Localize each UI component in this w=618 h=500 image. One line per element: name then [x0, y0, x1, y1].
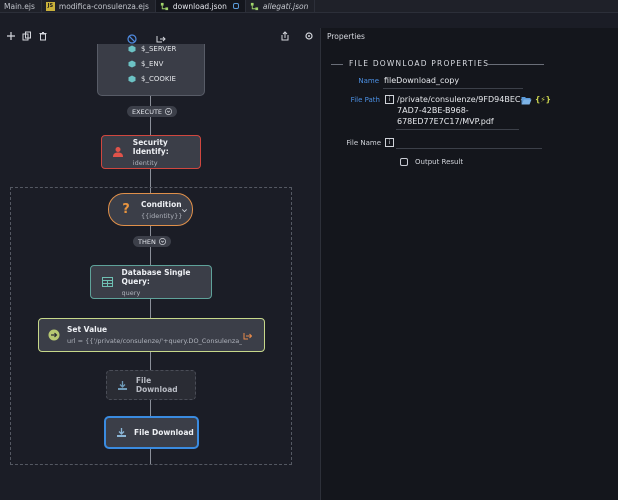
then-label: THEN — [138, 237, 156, 246]
file-path-underline — [396, 129, 519, 130]
file-name-label: File Name — [346, 139, 381, 147]
disable-icon[interactable] — [127, 34, 137, 46]
output-result-label: Output Result — [415, 158, 464, 166]
execute-dropdown[interactable]: EXECUTE — [127, 106, 178, 117]
table-icon — [101, 275, 114, 289]
set-value-node[interactable]: Set Value url = {{'/private/consulenze/'… — [38, 318, 265, 352]
properties-panel: Properties FILE DOWNLOAD PROPERTIES Name… — [320, 28, 618, 500]
chevron-down-icon — [165, 108, 173, 115]
node-title: Security Identify: — [132, 137, 169, 156]
unsaved-indicator-icon — [232, 3, 239, 9]
globals-node[interactable]: $_SERVER $_ENV $_COOKIE — [97, 34, 205, 96]
node-title: File Download — [135, 376, 178, 394]
var-label: $_ENV — [141, 60, 164, 68]
node-title: Condition — [141, 199, 182, 209]
file-path-line: 678ED77E7C17/MVP.pdf — [397, 117, 494, 126]
flow-toolbar — [0, 28, 320, 44]
var-label: $_COOKIE — [141, 75, 176, 83]
node-subtitle: {{identity}} — [141, 211, 183, 220]
export-icon[interactable] — [280, 31, 290, 41]
cube-icon — [128, 75, 136, 83]
download-icon — [116, 378, 130, 392]
output-icon[interactable] — [243, 332, 252, 340]
cube-icon — [128, 45, 136, 53]
file-path-label: File Path — [350, 96, 380, 104]
node-subtitle: query — [121, 288, 141, 297]
file-path-line: 7AD7-42BE-B968- — [397, 106, 469, 115]
node-title: Database Single Query: — [121, 267, 191, 286]
info-icon[interactable]: i — [385, 138, 394, 147]
node-title: File Download — [134, 428, 194, 437]
section-title: FILE DOWNLOAD PROPERTIES — [349, 59, 490, 68]
tab-label: Main.ejs — [4, 1, 35, 11]
download-icon — [114, 426, 128, 440]
tab-label: modifica-consulenza.ejs — [58, 1, 149, 11]
chevron-down-icon — [158, 238, 166, 245]
folder-open-icon[interactable] — [521, 96, 532, 105]
cube-icon — [128, 60, 136, 68]
delete-icon[interactable] — [38, 31, 48, 41]
database-query-node[interactable]: Database Single Query: query — [90, 265, 212, 299]
settings-icon[interactable] — [304, 31, 314, 41]
file-download-node-selected[interactable]: File Download — [104, 416, 199, 449]
condition-node[interactable]: ? Condition {{identity}} — [108, 193, 193, 226]
output-result-checkbox[interactable] — [400, 158, 408, 166]
tab-main-ejs[interactable]: Main.ejs — [0, 0, 42, 12]
info-icon[interactable]: i — [385, 95, 394, 104]
node-subtitle: identity — [132, 158, 158, 167]
tab-modifica-consulenza[interactable]: JS modifica-consulenza.ejs — [42, 0, 156, 12]
file-path-value[interactable]: /private/consulenze/9FD94BEC- 7AD7-42BE-… — [397, 94, 523, 127]
properties-title: Properties — [327, 32, 365, 41]
user-icon — [112, 145, 125, 159]
var-label: $_SERVER — [141, 45, 177, 53]
flow-connector-line — [150, 44, 151, 464]
execute-label: EXECUTE — [132, 107, 163, 116]
name-underline — [383, 88, 523, 89]
flow-file-icon — [250, 2, 258, 10]
var-server[interactable]: $_SERVER — [128, 45, 176, 53]
condition-group-frame — [10, 187, 292, 465]
flow-file-icon — [160, 2, 169, 10]
name-label: Name — [358, 77, 379, 85]
chevron-down-icon[interactable] — [181, 207, 188, 214]
tab-label: allegati.json — [262, 1, 309, 11]
file-download-node-disabled[interactable]: File Download — [106, 370, 196, 400]
section-rule-left — [331, 64, 343, 65]
then-dropdown[interactable]: THEN — [133, 236, 171, 247]
js-file-icon: JS — [45, 1, 55, 11]
node-subtitle: url = {{'/private/consulenze/'+query.DO_… — [67, 337, 242, 345]
var-cookie[interactable]: $_COOKIE — [128, 75, 176, 83]
tab-label: download.json — [172, 1, 227, 11]
file-path-line: /private/consulenze/9FD94BEC- — [397, 95, 524, 104]
file-name-underline — [396, 148, 542, 149]
security-identify-node[interactable]: Security Identify: identity — [101, 135, 201, 169]
node-title: Set Value — [67, 325, 108, 334]
flow-canvas[interactable]: $_SERVER $_ENV $_COOKIE EXECUTE Security… — [0, 34, 320, 500]
copy-icon[interactable] — [22, 31, 32, 41]
question-icon: ? — [122, 202, 130, 217]
arrow-right-circle-icon — [47, 328, 61, 342]
var-env[interactable]: $_ENV — [128, 60, 163, 68]
add-icon[interactable] — [6, 31, 16, 41]
tab-download-json[interactable]: download.json — [155, 0, 246, 12]
section-rule-right — [488, 64, 544, 65]
editor-tab-bar: Main.ejs JS modifica-consulenza.ejs down… — [0, 0, 618, 13]
name-input[interactable]: fileDownload_copy — [384, 76, 460, 85]
output-link-icon[interactable] — [156, 34, 166, 46]
tab-allegati-json[interactable]: allegati.json — [246, 0, 316, 12]
dynamic-data-icon[interactable]: {⚡} — [535, 95, 551, 104]
